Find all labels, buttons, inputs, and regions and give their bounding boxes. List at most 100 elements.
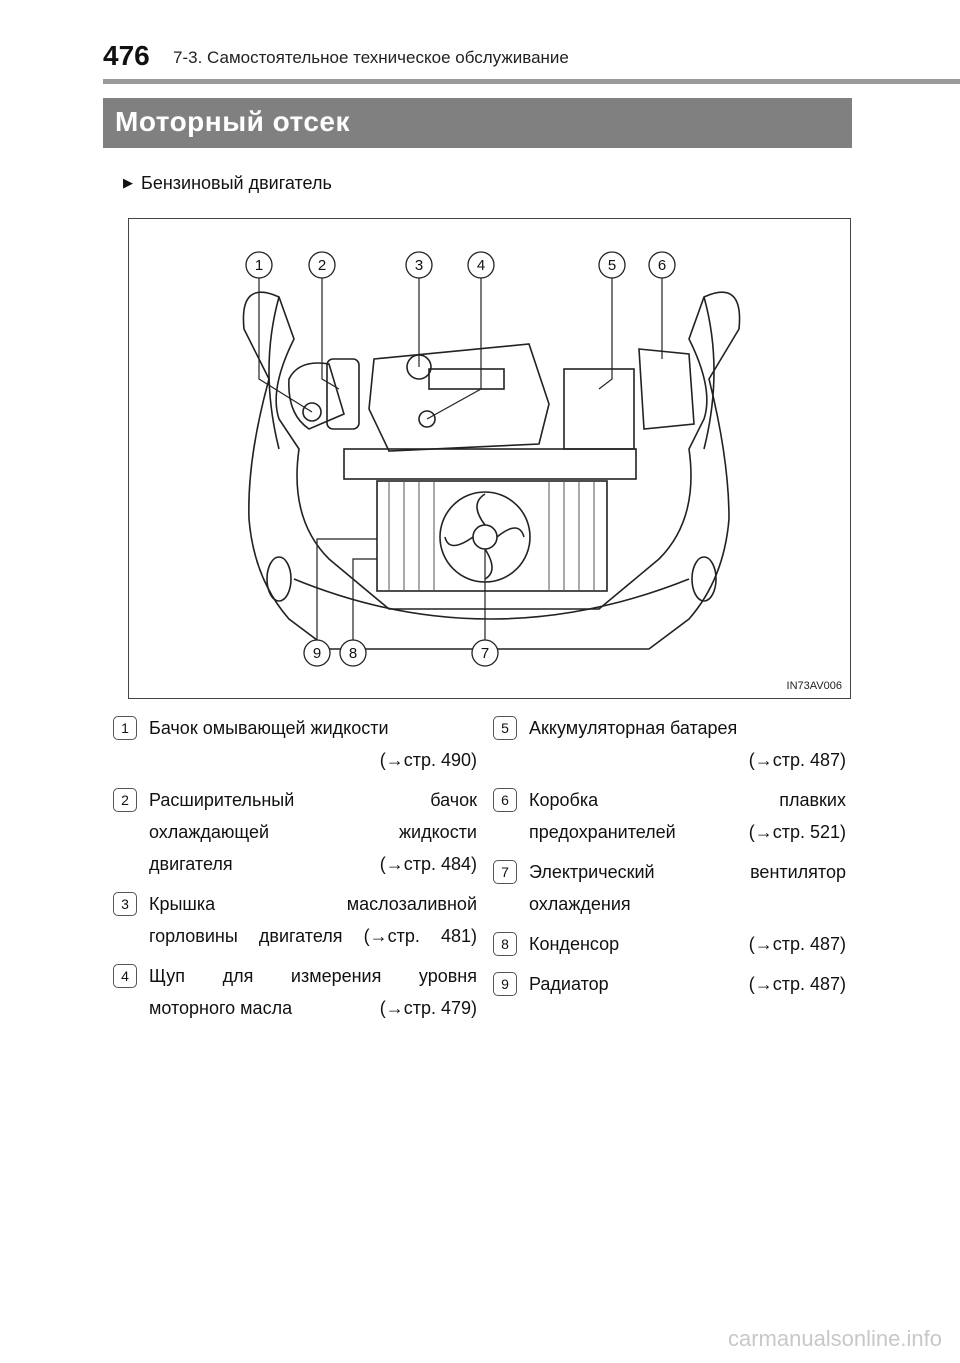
legend-text: охлаждения (529, 894, 631, 914)
legend-text: Конденсор (529, 934, 620, 954)
section-band: Моторный отсек (103, 98, 852, 148)
legend-badge: 8 (493, 932, 517, 956)
legend-ref: (→стр. 490) (379, 750, 477, 770)
legend-text: Расширительный бачок (149, 790, 477, 810)
legend-item-3: 3 Крышка маслозаливной горловины двигате… (113, 888, 477, 952)
triangle-bullet-icon: ▶ (123, 175, 133, 190)
radiator (376, 480, 608, 592)
legend-row: Радиатор (→стр. 487) (529, 968, 846, 1000)
legend-text: предохранителей (529, 822, 676, 842)
legend-row: предохранителей (→стр. 521) (529, 816, 846, 848)
legend-text: Радиатор (529, 974, 609, 994)
fan-blades (444, 493, 525, 580)
callout-5: 5 (598, 251, 626, 279)
watermark: carmanualsonline.info (727, 1326, 942, 1351)
legend-item-7: 7 Электрический вентилятор охлаждения (493, 856, 846, 920)
legend-item-6: 6 Коробка плавких предохранителей (→стр. … (493, 784, 846, 848)
header-rule (103, 79, 960, 84)
legend-text: Бачок омывающей жидкости (149, 718, 389, 738)
legend-badge: 3 (113, 892, 137, 916)
coolant-tank (326, 358, 360, 430)
legend-ref: (→стр. 487) (748, 974, 846, 994)
page-number: 476 (103, 40, 150, 71)
legend-row: двигателя (→стр. 484) (149, 848, 477, 880)
callout-1: 1 (245, 251, 273, 279)
legend-badge: 2 (113, 788, 137, 812)
legend-item-2: 2 Расширительный бачок охлаждающей жидко… (113, 784, 477, 880)
legend-ref: (→стр. 479) (379, 998, 477, 1018)
engine-illustration: 1 2 3 4 5 6 7 8 9 (242, 251, 741, 667)
legend-text: моторного масла (149, 998, 293, 1018)
legend-item-1: 1 Бачок омывающей жидкости (→стр. 490) (113, 712, 477, 776)
car-body-outline (242, 291, 741, 650)
legend-item-4: 4 Щуп для измерения уровня моторного мас… (113, 960, 477, 1024)
leader-1 (258, 276, 313, 413)
svg-text:5: 5 (608, 257, 616, 274)
leader-2 (321, 276, 340, 390)
bumper-line (293, 578, 690, 620)
fog-lamp-left (266, 556, 292, 602)
legend-text: Коробка плавких (529, 790, 846, 810)
legend-item-8: 8 Конденсор (→стр. 487) (493, 928, 846, 960)
legend-left-column: 1 Бачок омывающей жидкости (→стр. 490) 2… (113, 712, 477, 1032)
legend-right-column: 5 Аккумуляторная батарея (→стр. 487) 6 К… (493, 712, 846, 1008)
leader-8 (352, 558, 377, 649)
svg-text:1: 1 (255, 257, 263, 274)
legend-row: моторного масла (→стр. 479) (149, 992, 477, 1024)
callout-9: 9 (303, 639, 331, 667)
legend-text: Крышка маслозаливной (149, 894, 477, 914)
callout-7: 7 (471, 639, 499, 667)
leader-5 (598, 276, 613, 390)
battery (563, 368, 635, 450)
legend-item-9: 9 Радиатор (→стр. 487) (493, 968, 846, 1000)
legend-badge: 1 (113, 716, 137, 740)
fuse-box (638, 348, 695, 430)
legend-text: Электрический вентилятор (529, 862, 846, 882)
callout-3: 3 (405, 251, 433, 279)
legend-text: Аккумуляторная батарея (529, 718, 738, 738)
svg-text:6: 6 (658, 257, 666, 274)
dipstick-handle (418, 410, 436, 428)
hood-left (268, 296, 280, 450)
engine-cover (368, 343, 550, 452)
hood-right (703, 296, 715, 450)
legend-badge: 5 (493, 716, 517, 740)
legend-text: двигателя (149, 854, 233, 874)
svg-text:2: 2 (318, 257, 326, 274)
subhead-text: Бензиновый двигатель (141, 173, 332, 193)
callout-8: 8 (339, 639, 367, 667)
subhead: ▶ Бензиновый двигатель (123, 173, 332, 194)
fog-lamp-right (691, 556, 717, 602)
fan-hub (472, 524, 498, 550)
engine-figure: 1 2 3 4 5 6 7 8 9 IN73AV006 (128, 218, 851, 699)
legend-badge: 9 (493, 972, 517, 996)
engine-cover-plate (428, 368, 505, 390)
svg-text:3: 3 (415, 257, 423, 274)
section-title: Моторный отсек (115, 106, 351, 137)
leader-9 (316, 538, 377, 649)
legend-badge: 7 (493, 860, 517, 884)
legend-text: горловины двигателя (→стр. 481) (149, 926, 477, 946)
legend-item-5: 5 Аккумуляторная батарея (→стр. 487) (493, 712, 846, 776)
svg-text:9: 9 (313, 645, 321, 662)
legend-text: охлаждающей жидкости (149, 822, 477, 842)
callout-6: 6 (648, 251, 676, 279)
legend-badge: 6 (493, 788, 517, 812)
callout-4: 4 (467, 251, 495, 279)
legend-ref: (→стр. 484) (379, 854, 477, 874)
figure-code: IN73AV006 (786, 680, 842, 692)
legend-row: Конденсор (→стр. 487) (529, 928, 846, 960)
legend-ref: (→стр. 521) (748, 822, 846, 842)
svg-text:7: 7 (481, 645, 489, 662)
callout-2: 2 (308, 251, 336, 279)
svg-text:8: 8 (349, 645, 357, 662)
radiator-support (343, 448, 637, 480)
running-head: 7-3. Самостоятельное техническое обслужи… (173, 48, 569, 67)
washer-tank (288, 362, 345, 430)
legend-ref: (→стр. 487) (748, 934, 846, 954)
leader-4 (426, 276, 482, 420)
washer-cap (302, 402, 322, 422)
legend-ref: (→стр. 487) (748, 750, 846, 770)
svg-text:4: 4 (477, 257, 485, 274)
legend-text: Щуп для измерения уровня (149, 966, 477, 986)
